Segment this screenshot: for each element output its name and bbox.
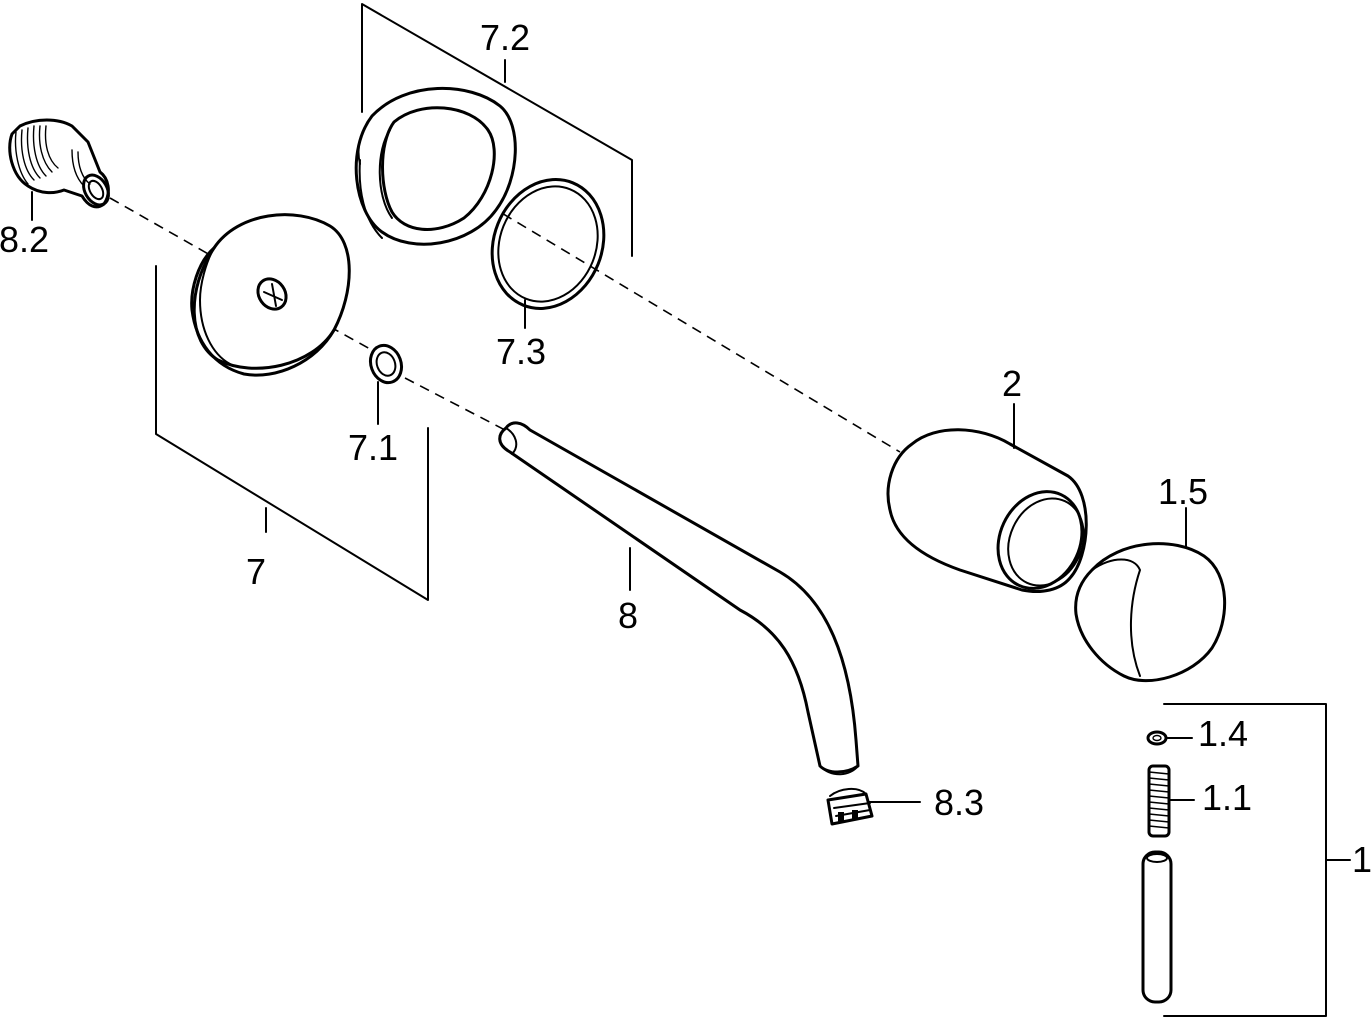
part-7-escutcheon-plate [190, 213, 351, 377]
label-7-1: 7.1 [348, 427, 398, 468]
label-1-4: 1.4 [1198, 713, 1248, 754]
part-1-4-washer [1146, 730, 1168, 746]
label-8: 8 [618, 595, 638, 636]
leader-lines [31, 191, 1195, 803]
part-8-3-aerator [826, 788, 874, 826]
label-1-5: 1.5 [1158, 471, 1208, 512]
part-8-2-connector [8, 118, 110, 209]
label-7: 7 [246, 551, 266, 592]
label-8-3: 8.3 [934, 782, 984, 823]
label-2: 2 [1002, 363, 1022, 404]
label-7-2: 7.2 [480, 17, 530, 58]
part-1-5-handle-cap [1074, 542, 1227, 683]
part-labels: 8.2 7.2 7.3 7 7.1 8 8.3 2 1.5 1.4 1.1 1 [0, 17, 1371, 880]
part-1-extension-rod [1141, 850, 1173, 1004]
part-1-1-threaded-stud [1147, 764, 1171, 838]
group-bracket-7 [155, 265, 429, 601]
part-2-handle-sleeve [886, 428, 1088, 593]
group-bracket-7-2 [361, 3, 633, 257]
group-bracket-1 [1163, 703, 1351, 1017]
label-1-1: 1.1 [1202, 777, 1252, 818]
label-1: 1 [1352, 839, 1371, 880]
label-7-3: 7.3 [496, 331, 546, 372]
part-8-spout [498, 421, 860, 776]
part-7-3-gasket [490, 178, 606, 310]
label-8-2: 8.2 [0, 219, 49, 260]
part-7-1-o-ring [368, 343, 404, 385]
part-7-2-ring [354, 86, 517, 246]
